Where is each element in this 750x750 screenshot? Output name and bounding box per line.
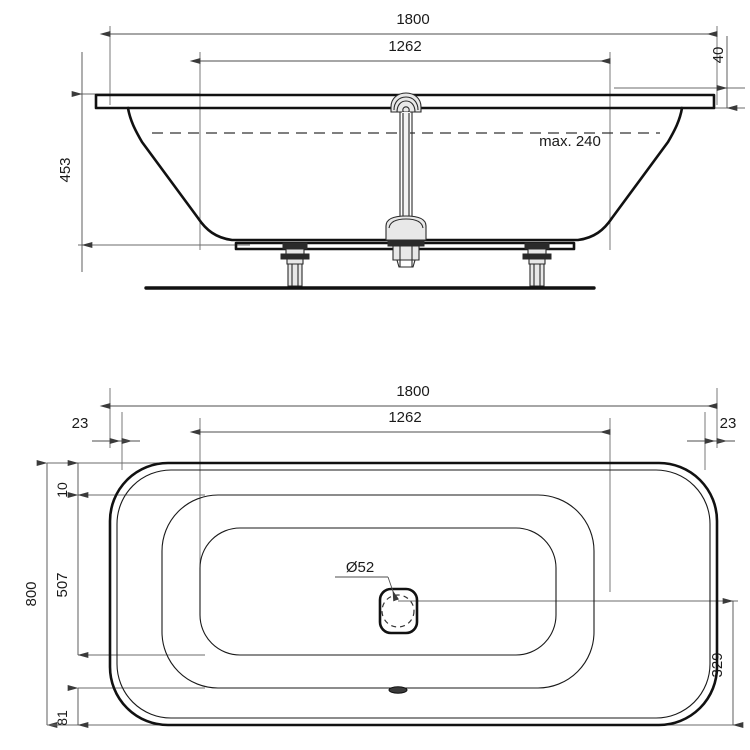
plan-extension-lines <box>78 388 738 726</box>
plan-dim-bottom-offset: 81 <box>54 684 89 729</box>
overflow-drain-assembly <box>385 92 427 268</box>
plan-dim-inner-length: 1262 <box>189 409 611 436</box>
plan-top-offset-label: 10 <box>54 482 70 498</box>
plan-dim-right-offset: 23 <box>687 415 737 445</box>
elevation-dim-inner-width: 1262 <box>189 38 611 65</box>
elevation-dim-rim-thickness: 40 <box>710 36 738 112</box>
max-water-level-label: max. 240 <box>539 133 601 150</box>
overflow-slot-plan <box>388 686 408 694</box>
support-foot-left <box>280 242 310 287</box>
drain-opening-plan <box>378 587 419 635</box>
plan-left-offset-label: 23 <box>72 415 89 432</box>
drain-circle-hidden <box>381 594 415 628</box>
plan-right-offset-label: 23 <box>720 415 737 432</box>
plan-dim-overall-length: 1800 <box>99 383 718 410</box>
tub-bowl-base-plan <box>199 527 557 656</box>
elevation-height-label: 453 <box>57 157 74 182</box>
drain-diameter-label: Ø52 <box>346 559 374 576</box>
tub-rim-profile <box>94 93 716 110</box>
elevation-dim-overall-width: 1800 <box>99 11 718 38</box>
support-foot-right <box>522 242 552 287</box>
tub-outer-rim-plan <box>108 461 719 727</box>
tub-rim-inner-edge-plan <box>116 469 711 719</box>
plan-inner-length-label: 1262 <box>388 409 421 426</box>
top-plan-view: 1800 1262 23 23 <box>23 383 744 729</box>
plan-overall-width-label: 800 <box>23 581 40 606</box>
front-elevation-view: 1800 1262 453 40 <box>57 11 745 290</box>
tub-bowl-upper-edge-plan <box>161 494 595 689</box>
elevation-inner-width-label: 1262 <box>388 38 421 55</box>
plan-inner-width-label: 507 <box>54 572 71 597</box>
plan-dim-top-offset: 10 <box>54 459 89 499</box>
plan-dim-drain-offset: 329 <box>709 597 744 729</box>
elevation-dim-height: 453 <box>57 52 93 272</box>
elevation-rim-thickness-label: 40 <box>710 47 727 64</box>
drain-diameter-leader: Ø52 <box>335 559 400 602</box>
elevation-overall-width-label: 1800 <box>396 11 429 28</box>
plan-overall-length-label: 1800 <box>396 383 429 400</box>
plan-bottom-offset-label: 81 <box>54 710 70 726</box>
plan-dim-inner-width: 507 <box>54 491 89 659</box>
plan-dim-left-offset: 23 <box>72 415 140 445</box>
